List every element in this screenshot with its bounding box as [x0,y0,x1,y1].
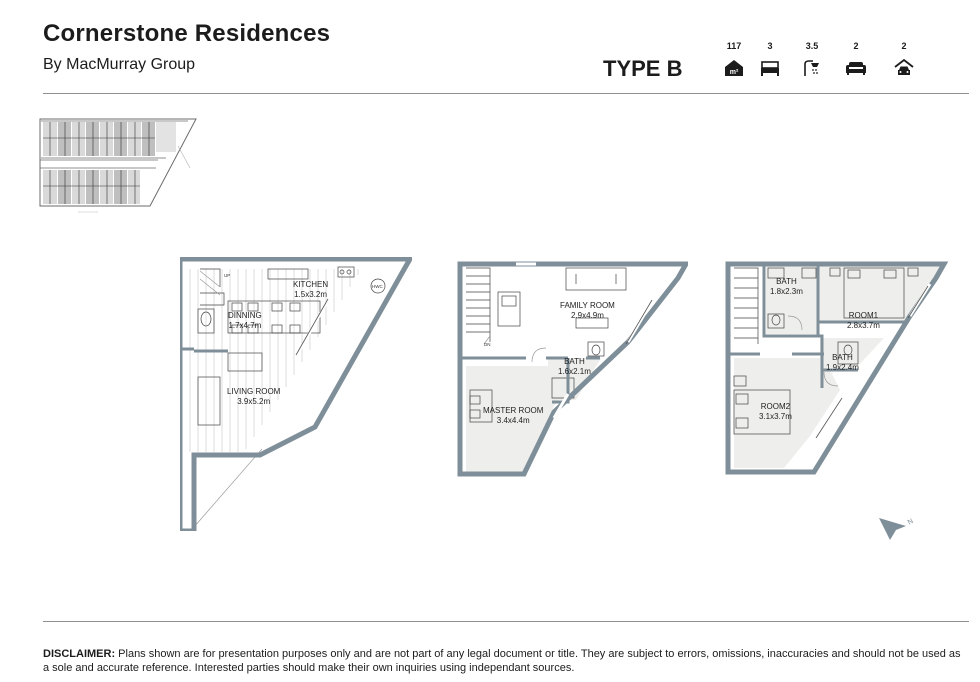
stat-living: 2 [836,41,876,77]
second-floor-plan [725,261,949,475]
room-name: KITCHEN [293,280,329,289]
disclaimer-label: DISCLAIMER: [43,648,116,660]
room-dimension: 3.9x5.2m [237,397,271,406]
stat-living-value: 2 [853,41,859,51]
stat-bathrooms: 3.5 [792,41,832,77]
sofa-icon [846,62,866,75]
stat-parking-value: 2 [901,41,907,51]
bed-icon [761,61,779,76]
room-name: DINNING [228,311,262,320]
room-name: FAMILY ROOM [560,301,615,310]
site-plan-key-map [39,118,197,213]
room-name: BATH [564,357,585,366]
north-label: N [907,518,915,527]
area-house-icon: m² [725,60,743,76]
room-name: MASTER ROOM [483,406,544,415]
stat-bedrooms: 3 [750,41,790,77]
footer-divider [43,621,969,622]
room-dimension: 2.9x4.9m [570,311,604,320]
stat-area: 117 m² [714,41,754,77]
room-name: LIVING ROOM [227,387,281,396]
north-arrow-icon: N [879,518,915,540]
room-dimension: 3.1x3.7m [759,412,792,421]
room-dimension: 3.4x4.4m [496,416,530,425]
room-dimension: 1.6x2.1m [558,367,591,376]
room-name: ROOM1 [848,311,879,320]
ground-floor-plan: HWC UP [180,257,412,531]
stair-down-label: DN [484,342,491,347]
stat-area-value: 117 [726,41,742,51]
first-floor-plan: DN [457,261,688,477]
header-divider [43,93,969,94]
room-dimension: 1.5x3.2m [294,290,328,299]
hwc-label: HWC [372,284,383,289]
room-dimension: 1.8x2.3m [770,287,803,296]
car-garage-icon [894,59,914,75]
stat-parking: 2 [884,41,924,77]
page-title: Cornerstone Residences [43,20,331,47]
unit-type-label: TYPE B [603,56,683,81]
area-unit-text: m² [730,69,739,76]
page-subtitle: By MacMurray Group [43,56,196,73]
room-name: BATH [776,277,797,286]
stat-bathrooms-value: 3.5 [805,41,819,51]
room-name: ROOM2 [760,402,791,411]
stair-up-label: UP [224,273,230,278]
room-name: BATH [832,353,853,362]
disclaimer-text: DISCLAIMER: Plans shown are for presenta… [43,647,963,675]
room-dimension: 1.9x2.4m [826,363,859,372]
stat-bedrooms-value: 3 [767,41,773,51]
room-dimension: 2.8x3.7m [847,321,880,330]
disclaimer-body: Plans shown are for presentation purpose… [43,648,961,674]
shower-icon [804,60,819,76]
room-dimension: 1.7x4.7m [228,321,262,330]
